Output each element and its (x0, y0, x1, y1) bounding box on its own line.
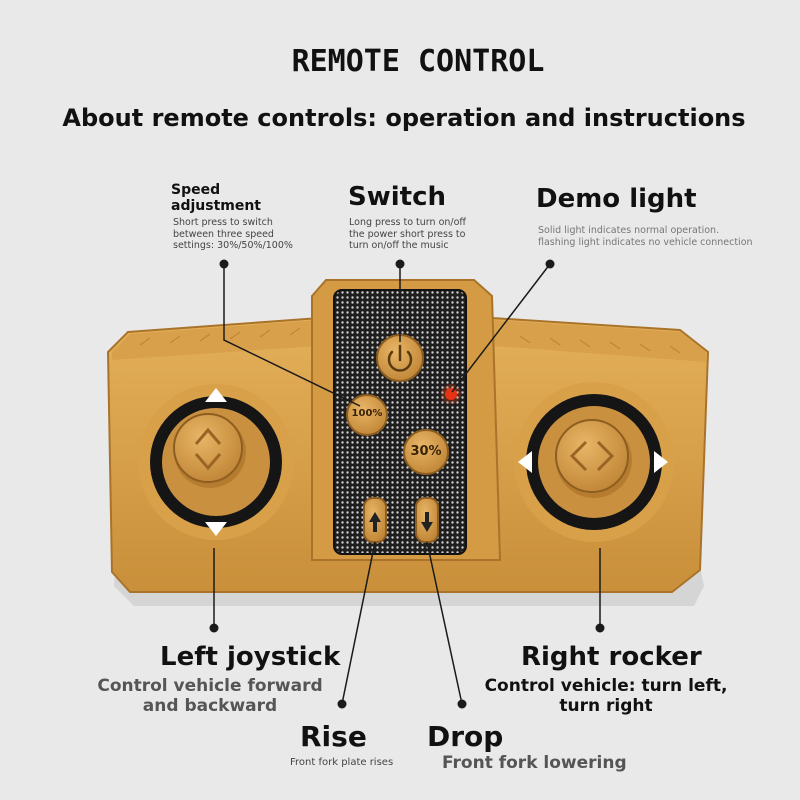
speed-title-line2: adjustment (171, 198, 262, 214)
leftright-chevron-icon (569, 440, 615, 472)
switch-desc-line: turn on/off the music (349, 240, 449, 251)
rise-title: Rise (300, 720, 367, 753)
speed-desc-line: between three speed (173, 228, 274, 240)
left-down-arrow-icon (205, 522, 227, 536)
arrow-down-icon (421, 512, 433, 532)
speed-callout-title: Speed adjustment (171, 182, 261, 214)
speed-leader (223, 264, 361, 407)
demo-callout-desc: Solid light indicates normal operation. … (538, 225, 753, 248)
updown-chevron-icon (194, 427, 222, 471)
speed-100-button: 100% (351, 408, 383, 419)
page-subtitle: About remote controls: operation and ins… (62, 104, 746, 132)
drop-desc: Front fork lowering (442, 753, 627, 773)
demo-callout-title: Demo light (536, 184, 697, 214)
arrow-up-icon (369, 512, 381, 532)
drop-title: Drop (427, 720, 504, 753)
switch-desc-line: Long press to turn on/off (349, 217, 466, 228)
right-rocker-desc: Control vehicle: turn left, turn right (470, 676, 742, 716)
speed-30-button: 30% (410, 444, 442, 459)
device-top-ridge (112, 320, 318, 360)
speed-title-line1: Speed (171, 182, 221, 198)
speed-desc-line: settings: 30%/50%/100% (173, 240, 293, 251)
page-title: REMOTE CONTROL (291, 44, 545, 79)
rise-leader (341, 541, 376, 705)
demo-desc-line: Solid light indicates normal operation. (538, 225, 720, 236)
device-top-ridge-right (494, 320, 706, 362)
demo-desc-line: flashing light indicates no vehicle conn… (538, 236, 753, 248)
switch-callout-title: Switch (348, 182, 447, 212)
right-right-arrow-icon (654, 451, 668, 473)
demo-leader (451, 263, 551, 393)
switch-callout-desc: Long press to turn on/off the power shor… (349, 217, 466, 252)
ridge-texture (139, 327, 681, 354)
speed-30-button-shape (403, 429, 449, 475)
right-rocker-desc-line: turn right (559, 696, 653, 716)
drop-leader (426, 541, 463, 705)
power-icon (387, 344, 413, 372)
left-joystick-knob (173, 413, 243, 483)
rise-desc: Front fork plate rises (290, 757, 394, 768)
left-joystick-title: Left joystick (160, 642, 341, 672)
right-rocker-knob (555, 419, 629, 493)
left-joystick-desc-line: and backward (142, 696, 278, 716)
right-left-arrow-icon (518, 451, 532, 473)
speed-desc-line: Short press to switch (173, 217, 273, 228)
left-joystick-desc-line: Control vehicle forward (97, 676, 323, 696)
right-rocker-title: Right rocker (521, 642, 702, 672)
left-up-arrow-icon (205, 388, 227, 402)
leader-dots (209, 259, 605, 709)
demo-led (445, 388, 457, 400)
speed-callout-desc: Short press to switch between three spee… (173, 217, 293, 252)
right-rocker-desc-line: Control vehicle: turn left, (484, 676, 728, 696)
leader-lines (213, 263, 601, 705)
switch-desc-line: the power short press to (349, 228, 466, 240)
left-joystick-desc: Control vehicle forward and backward (80, 676, 340, 716)
